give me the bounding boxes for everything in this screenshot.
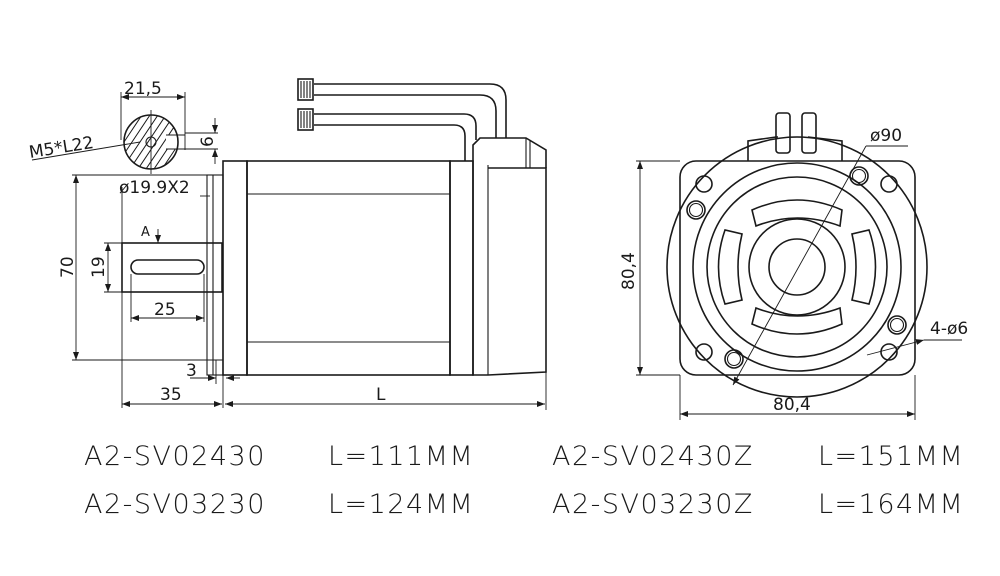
connector-plug-icon: [297, 78, 314, 101]
key-length-label: 25: [154, 300, 176, 320]
mounting-holes-label: 4-ø6: [930, 319, 968, 339]
model-name: A2-SV03230: [84, 489, 266, 520]
connector-plug-icon: [297, 108, 314, 131]
bolt-circle-label: ø90: [870, 126, 902, 146]
motor-side-view: [72, 78, 547, 410]
view-marker-a: A: [141, 225, 150, 240]
key-width-label: 19: [89, 256, 109, 278]
model-name: A2-SV02430Z: [552, 441, 754, 472]
thread-label: M5*L22: [28, 133, 95, 163]
model-length: L=124MM: [328, 489, 474, 520]
model-length: L=151MM: [818, 441, 964, 472]
key-depth-label: 6: [198, 136, 218, 147]
model-length: L=164MM: [818, 489, 964, 520]
front-height-label: 80,4: [619, 252, 639, 290]
front-width-label: 80,4: [773, 395, 811, 415]
model-name: A2-SV02430: [84, 441, 266, 472]
shaft-length-label: 35: [160, 385, 182, 405]
model-length-table: A2-SV02430 L=111MM A2-SV03230 L=124MM A2…: [84, 441, 964, 520]
height-70-label: 70: [58, 256, 78, 278]
shaft-cross-section: [31, 92, 218, 174]
body-length-label: L: [376, 385, 386, 405]
shaft-width-label: 21,5: [124, 79, 162, 99]
motor-front-view: [636, 112, 962, 420]
shaft-diameter-label: ø19.9X2: [119, 178, 190, 198]
model-length: L=111MM: [328, 441, 474, 472]
flange-offset-label: 3: [186, 361, 197, 381]
model-name: A2-SV03230Z: [552, 489, 754, 520]
